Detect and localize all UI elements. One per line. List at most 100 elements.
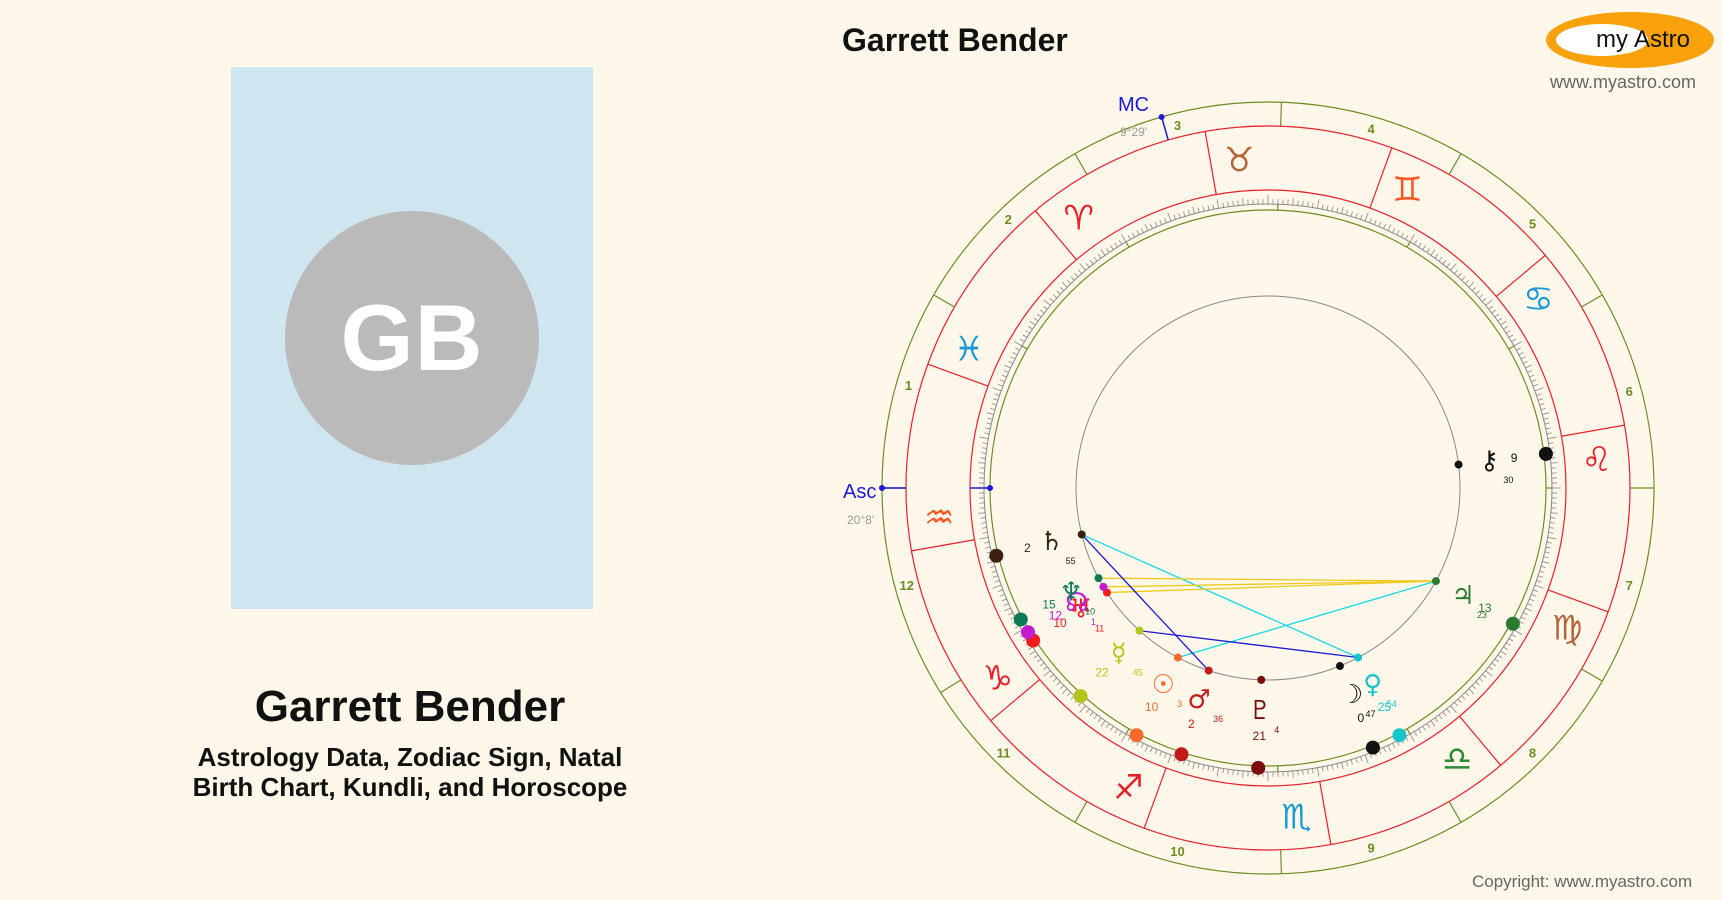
zodiac-gemini-icon: ♊ [1392,170,1422,210]
moon-icon: ☽ [1340,680,1363,710]
sign-boundary [990,679,1041,722]
house-number: 3 [1174,118,1181,133]
planet-degree: 9 [1511,451,1518,465]
house-cusp-inner [1508,345,1515,350]
aspect-line-trine [1106,580,1436,594]
aspect-line-square [1081,533,1359,659]
house-number: 7 [1626,578,1633,593]
subtitle-line-2: Birth Chart, Kundli, and Horoscope [192,772,628,802]
aspect-line-sextile [1081,534,1210,672]
mars-icon: ♂ [1187,685,1210,715]
saturn-icon: ♄ [1040,527,1063,557]
inner-green-ring [989,209,1547,767]
aspect-lines [1081,533,1437,672]
planet-aspect-point [1454,460,1463,469]
logo-ellipse-white [1556,24,1648,56]
wheel-rings [879,101,1655,875]
myastro-logo[interactable]: my Astro [1544,10,1716,70]
sign-boundary [1034,210,1077,261]
house-cusp-outer [933,294,955,308]
sign-boundary [1369,147,1393,209]
planet-dot-mars [1174,747,1189,762]
aspect-line-sextile [1139,630,1359,659]
planet-aspect-point [1094,574,1103,583]
house-cusp-outer [940,679,962,694]
zodiac-sign-glyphs: ♒♑♐♏♎♍♌♋♊♉♈♓ [924,140,1612,837]
planet-minute: 54 [1387,699,1397,709]
person-name: Garrett Bender [254,682,566,731]
planet-minute: 45 [1133,668,1143,678]
outer-red-ring [905,125,1631,851]
planet-degree: 2 [1188,717,1195,731]
aspect-circle [1075,295,1461,681]
logo-url-link[interactable]: www.myastro.com [1550,72,1697,92]
asc-degree: 20°8' [847,513,874,527]
planet-aspect-point [1173,653,1182,662]
planet-degree: 21 [1253,729,1267,743]
house-cusp-outer [1448,153,1462,175]
aspect-line-square [1177,580,1437,659]
mercury-icon: ☿ [1111,639,1127,669]
sign-boundary [927,363,989,387]
aspect-line-trine [1098,577,1436,582]
planet-degree: 15 [1042,597,1056,611]
planet-minute: 1 [1091,617,1096,627]
planet-minute: 11 [1095,623,1104,633]
house-number: 11 [997,745,1011,760]
sign-boundary [1459,715,1502,766]
house-cusp-outer [1074,801,1088,823]
planet-degree: 12 [1049,609,1063,623]
mc-line [1160,116,1169,141]
zodiac-sagittarius-icon: ♐ [1113,768,1143,808]
sun-icon: ☉ [1152,670,1175,700]
planet-degree: 10 [1053,616,1067,630]
asc-dot [879,485,885,491]
planet-aspect-point [1335,662,1344,671]
pluto-icon: ♇ [1249,696,1272,726]
sign-boundary [1495,254,1546,297]
planet-aspect-point [1077,530,1086,539]
planet-dot-venus [1392,728,1407,743]
planet-aspect-point [1431,577,1440,586]
zodiac-scorpio-icon: ♏ [1282,798,1312,838]
house-cusp-outer [1280,102,1283,127]
logo-text-astro: Astro [1634,26,1690,53]
mc-dot [1158,113,1165,120]
sign-boundary [1547,589,1609,613]
aspect-line-trine [1103,580,1436,588]
planet-dot-jupiter [1505,616,1520,631]
zodiac-libra-icon: ♎ [1442,739,1472,779]
planet-dot-chiron [1538,446,1553,461]
neptune-icon: ♆ [1059,578,1082,608]
sign-boundary [1561,424,1625,437]
house-cusp-outer [1280,849,1283,874]
zodiac-aries-icon: ♈ [1063,199,1093,239]
planet-dot-sun [1129,728,1144,743]
house-number: 6 [1626,384,1633,399]
planet-dot-moon [1365,740,1380,755]
copyright-text: Copyright: www.myastro.com [1472,872,1693,891]
zodiac-virgo-icon: ♍ [1552,608,1582,648]
mc-label: MC [1118,94,1149,116]
planet-degree: 25 [1378,700,1392,714]
venus-icon: ♀ [1363,670,1382,700]
house-number: 12 [900,578,914,593]
house-number: 8 [1529,745,1536,760]
profile-panel: GB Garrett Bender Astrology Data, Zodiac… [0,0,820,900]
zodiac-pisces-icon: ♓ [954,330,984,370]
planet-degree: 2 [1024,541,1031,555]
house-number: 4 [1367,121,1375,136]
avatar-initials: GB [340,285,484,390]
sign-boundary [911,539,975,552]
planet-minute: 55 [1066,556,1076,566]
chart-title: Garrett Bender [842,22,1068,58]
profile-photo-placeholder: GB [231,67,593,609]
house-cusp-inner [1021,345,1028,350]
planet-minute: 3 [1177,699,1182,709]
planet-degree: 13 [1478,601,1492,615]
sign-boundary [1204,131,1217,195]
zodiac-capricorn-icon: ♑ [982,658,1012,698]
